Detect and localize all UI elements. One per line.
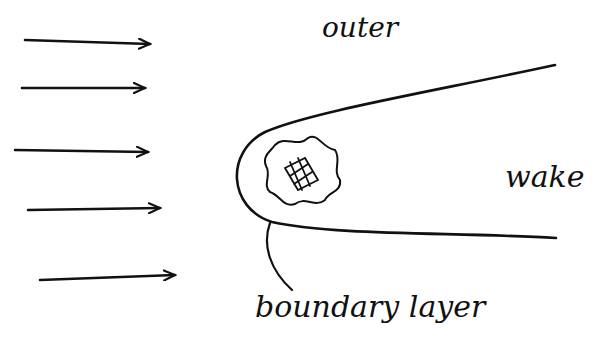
flow-arrow (28, 208, 160, 210)
turbulent-blob (265, 137, 340, 205)
leader-line (267, 223, 292, 290)
flow-arrow (25, 40, 150, 44)
flow-arrow (40, 275, 175, 280)
boundary-layer-edge (237, 65, 556, 238)
region-label: outer (322, 14, 398, 42)
region-label: wake (505, 162, 585, 192)
flow-arrow (22, 87, 145, 90)
body-hatching (285, 158, 318, 190)
region-label: boundary layer (255, 292, 485, 322)
flow-arrow (15, 150, 148, 152)
